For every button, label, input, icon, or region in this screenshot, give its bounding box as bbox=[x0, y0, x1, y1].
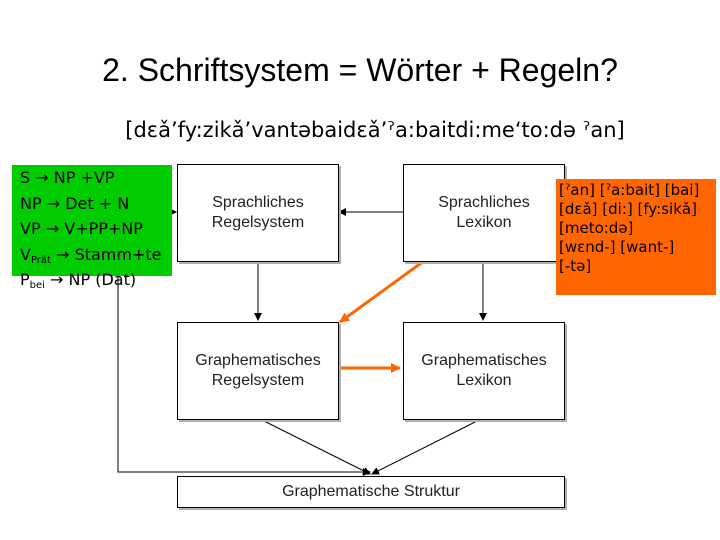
box-sprachliches-regelsystem: Sprachliches Regelsystem bbox=[177, 164, 339, 262]
box-label-line: Sprachliches bbox=[212, 194, 304, 211]
box-label-line: Lexikon bbox=[456, 372, 512, 389]
rule-line: NP → Det + N bbox=[20, 193, 130, 213]
rule-line: Pbei → NP (Dat) bbox=[20, 270, 137, 291]
box-sprachliches-lexikon: Sprachliches Lexikon bbox=[403, 164, 565, 262]
arrow-graph-lex-to-struktur bbox=[371, 417, 484, 475]
box-label-line: Graphematisches bbox=[421, 352, 547, 369]
lexicon-entry: [wɛnd-] [want-] bbox=[559, 238, 675, 256]
box-label-line: Graphematisches bbox=[195, 352, 321, 369]
slide-title: 2. Schriftsystem = Wörter + Regeln? bbox=[102, 52, 618, 88]
orange-arrow-lexicon-to-graph-regel bbox=[339, 256, 429, 324]
rule-line: VP → V+PP+NP bbox=[20, 219, 143, 238]
grammar-rules-box: S → NP +VP NP → Det + N VP → V+PP+NP VPr… bbox=[12, 165, 172, 291]
arrow-graph-regel-to-struktur bbox=[257, 417, 371, 475]
box-label-line: Regelsystem bbox=[211, 214, 305, 231]
box-label-line: Lexikon bbox=[456, 214, 512, 231]
lexicon-entry: [meto:də] bbox=[559, 219, 634, 237]
box-label-line: Graphematische Struktur bbox=[282, 483, 460, 500]
left-feedback-line bbox=[117, 276, 371, 476]
lexicon-entry: [-tə] bbox=[559, 257, 592, 275]
box-graphematische-struktur: Graphematische Struktur bbox=[177, 476, 565, 508]
lexicon-entries-box: [ˀan] [ˀa:bait] [bai] [dɛǎ] [di:] [fy:si… bbox=[556, 179, 716, 295]
box-label-line: Regelsystem bbox=[211, 372, 305, 389]
box-graphematisches-lexikon: Graphematisches Lexikon bbox=[403, 322, 565, 420]
rule-line: S → NP +VP bbox=[20, 168, 115, 187]
rule-line: VPrät → Stamm+te bbox=[20, 244, 162, 266]
phonetic-transcription: [dɛǎ’fy:zikǎ’vantəbaidɛǎ’ˀa:baitdi:me‘to… bbox=[125, 118, 625, 142]
box-label-line: Sprachliches bbox=[438, 194, 530, 211]
lexicon-entry: [dɛǎ] [di:] [fy:sikǎ] bbox=[559, 200, 697, 218]
box-graphematisches-regelsystem: Graphematisches Regelsystem bbox=[177, 322, 339, 420]
lexicon-entry: [ˀan] [ˀa:bait] [bai] bbox=[559, 181, 700, 199]
